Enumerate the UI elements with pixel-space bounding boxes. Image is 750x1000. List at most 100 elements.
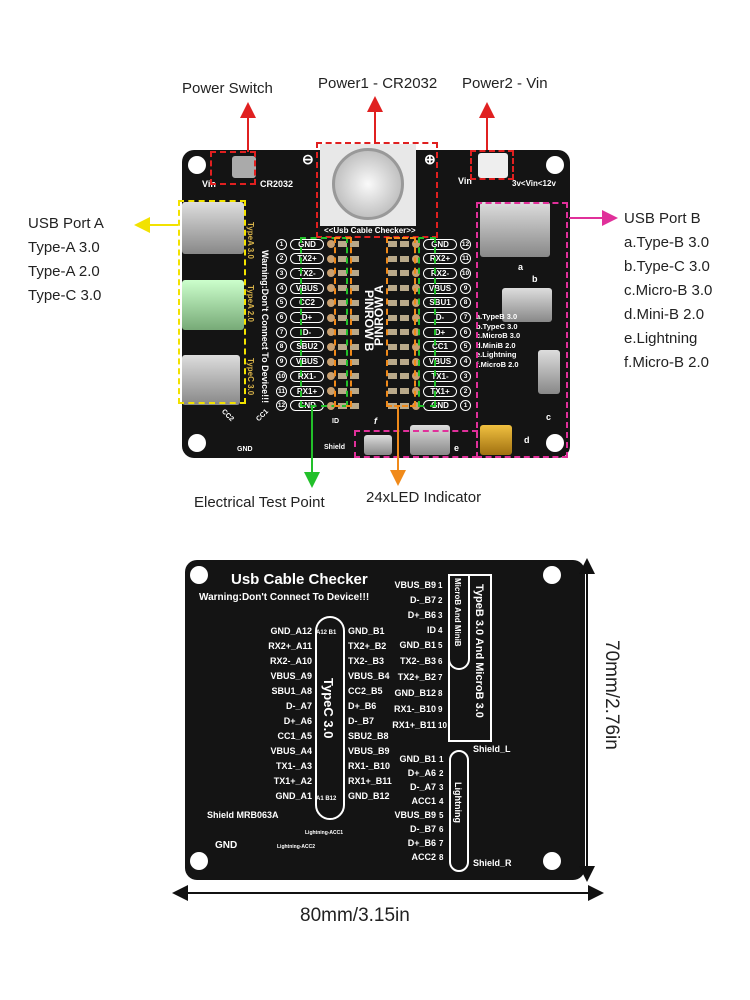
- pin-number: 6: [460, 326, 471, 338]
- resistor: [338, 388, 347, 394]
- pin-label: CC2: [290, 297, 324, 309]
- resistor: [400, 314, 409, 321]
- vin-connector[interactable]: [478, 153, 508, 178]
- pin-number: 6: [276, 312, 287, 323]
- lightning-acc2-label: Lightning-ACC2: [277, 844, 316, 850]
- micro-pin: D-_B7: [409, 595, 436, 605]
- led-indicator: [350, 358, 359, 365]
- usb-b-item: e.Lightning: [624, 330, 698, 347]
- pin-label: GND: [290, 238, 324, 250]
- micro-pin-number: 8: [438, 689, 443, 698]
- led-indicator: [350, 285, 359, 292]
- lightning-pin: D-_A7: [409, 782, 436, 792]
- micro-pin: GND_B1: [399, 640, 436, 650]
- pin-label: TX2+: [290, 253, 324, 265]
- pin-label: TX1+: [423, 385, 457, 397]
- usb-a-item: Type-A 3.0: [28, 239, 100, 256]
- pinrow-b-label: PINROW B: [362, 290, 376, 352]
- micro-pin: GND_B12: [394, 688, 436, 698]
- usb-micro-b-3-port[interactable]: [538, 350, 560, 394]
- power-switch[interactable]: [232, 156, 256, 178]
- lightning-pin-number: 4: [439, 797, 444, 806]
- cr2032-label: CR2032: [260, 179, 294, 189]
- test-point: [412, 372, 420, 381]
- pin-row: RX2-10: [388, 267, 471, 279]
- battery-holder: [320, 144, 416, 226]
- led-indicator: [388, 343, 397, 350]
- resistor: [400, 299, 409, 306]
- pin-row: RX2+11: [388, 253, 471, 265]
- usb-micro-b-2-port[interactable]: [364, 435, 392, 455]
- resistor: [400, 241, 409, 247]
- port-letter-b: b: [532, 274, 538, 284]
- usb-type-c-port-b[interactable]: [502, 288, 552, 322]
- led-indicator: [388, 373, 397, 380]
- test-point: [327, 328, 335, 337]
- highlight-vin: [470, 150, 514, 180]
- port-letter-e: e: [454, 443, 460, 453]
- typec-right-pin: GND_B1: [348, 626, 385, 636]
- pin-number: 10: [276, 370, 287, 382]
- minus-icon: ⊖: [302, 151, 314, 167]
- highlight-usb-a: [178, 200, 246, 404]
- shield-r-label: Shield_R: [473, 858, 512, 868]
- test-point: [412, 342, 420, 351]
- callout-power1: Power1 - CR2032: [318, 75, 438, 92]
- test-point: [327, 342, 335, 351]
- usb-type-c-3-port[interactable]: [182, 355, 240, 405]
- typea30-label: TypeA 3.0: [246, 222, 255, 259]
- port-list-item: e.Lightning: [476, 350, 517, 359]
- pin-label: CC1: [423, 341, 457, 353]
- usb-b-item: f.Micro-B 2.0: [624, 354, 710, 371]
- back-title: Usb Cable Checker: [231, 571, 368, 588]
- typec-left-pin: GND_A1: [275, 791, 312, 801]
- id-label: ID: [332, 418, 339, 425]
- usb-type-a-2-port[interactable]: [182, 280, 244, 330]
- mount-hole: [188, 434, 206, 452]
- usb-a-item: Type-C 3.0: [28, 287, 102, 304]
- highlight-usb-b-bottom: [354, 430, 478, 458]
- usb-mini-b-port[interactable]: [480, 425, 512, 455]
- led-indicator: [350, 270, 359, 277]
- usb-type-a-3-port[interactable]: [182, 202, 244, 254]
- micro-label: MicroB And MiniB: [453, 578, 462, 647]
- plus-icon: ⊕: [424, 151, 436, 167]
- typec-left-pin: RX2+_A11: [268, 641, 312, 651]
- test-point: [327, 269, 335, 278]
- highlight-leds-a: [386, 237, 416, 407]
- test-point: [327, 387, 335, 395]
- lightning-pin-number: 6: [439, 825, 444, 834]
- mount-hole: [546, 434, 564, 452]
- lightning-pin: ACC1: [411, 796, 436, 806]
- led-indicator: [350, 343, 359, 350]
- pin-label: SBU2: [290, 341, 324, 353]
- back-board: Usb Cable Checker Warning:Don't Connect …: [185, 560, 585, 880]
- resistor: [338, 358, 347, 365]
- warning-label: Warning:Don't Connect To Device!!!: [260, 250, 270, 404]
- test-point: [412, 284, 420, 293]
- lightning-pin-number: 1: [439, 755, 444, 764]
- lightning-pin: ACC2: [411, 852, 436, 862]
- typec-right-pin: VBUS_B4: [348, 671, 390, 681]
- pin-number: 12: [460, 238, 471, 250]
- typec-left-pin: SBU1_A8: [271, 686, 312, 696]
- pin-label: GND: [423, 238, 457, 250]
- resistor: [400, 358, 409, 365]
- usb-b-item: a.Type-B 3.0: [624, 234, 710, 251]
- led-indicator: [350, 314, 359, 321]
- port-list-item: a.TypeB 3.0: [476, 312, 518, 321]
- mount-hole: [190, 852, 208, 870]
- resistor: [338, 373, 347, 380]
- typec-right-pin: D+_B6: [348, 701, 377, 711]
- test-point: [412, 269, 420, 278]
- led-indicator: [350, 255, 359, 262]
- usb-b-item: d.Mini-B 2.0: [624, 306, 705, 323]
- usb-type-b-3-port[interactable]: [480, 202, 550, 257]
